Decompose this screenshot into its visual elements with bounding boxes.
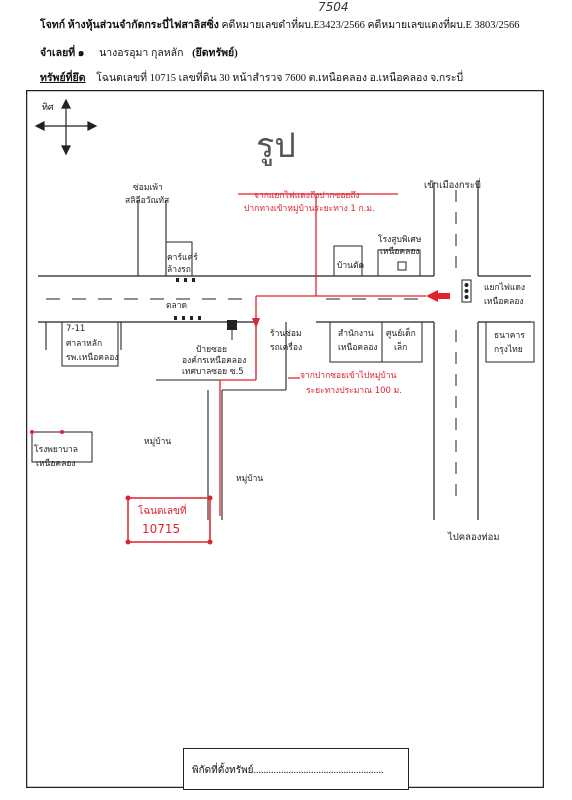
hospital-marks <box>30 430 64 434</box>
temple-building <box>381 321 423 363</box>
house-top-label: บ้านตัด <box>337 261 365 271</box>
car-care-building <box>165 241 193 277</box>
top-left-street <box>137 200 167 276</box>
crosswalk-marks <box>174 278 201 320</box>
north-label: ทิศ <box>42 103 54 113</box>
header-line-3: ทรัพย์ที่ยึด โฉนดเลขที่ 10715 เลขที่ดิน … <box>40 69 463 86</box>
village-left-label: หมู่บ้าน <box>144 437 172 447</box>
header-line-2: จำเลยที่ ๑ นางอรอุมา กุลหลัก (ยึดทรัพย์) <box>40 44 238 61</box>
village-mid-label: หมู่บ้าน <box>236 474 264 484</box>
plot-number: 10715 <box>142 522 181 536</box>
car-care-label: คาร์แคร์ <box>167 253 198 263</box>
coordinates-label: พิกัดที่ตั้งทรัพย์......................… <box>192 765 384 776</box>
hospital-bottom-label-2: เหนือคลอง <box>36 459 76 469</box>
hospital-label: โรงสูบพิเศษ <box>378 235 422 245</box>
seven-eleven-label-2: ศาลาหลัก <box>66 339 103 349</box>
school-label-2: เหนือคลอง <box>338 343 378 353</box>
coordinates-dots: ........................................… <box>253 765 384 776</box>
compass-icon <box>34 98 98 156</box>
plaintiff-name: โจทก์ ห้างหุ้นส่วนจำกัดกระบี่ไฟสาลิสซิ่ง <box>40 20 219 31</box>
traffic-light-icon <box>461 279 472 303</box>
property-details: โฉนดเลขที่ 10715 เลขที่ดิน 30 หน้าสำรวจ … <box>96 73 464 84</box>
to-krabi-label: เข้าเมืองกระบี่ <box>424 180 481 191</box>
coordinates-box: พิกัดที่ตั้งทรัพย์......................… <box>183 748 409 790</box>
bank-label-2: กรุงไทย <box>494 345 523 355</box>
soi-sign-icon <box>227 320 237 340</box>
case-numbers: คดีหมายเลขดำที่ผบ.E3423/2566 คดีหมายเลขแ… <box>221 20 520 31</box>
bank-label: ธนาคาร <box>494 331 525 341</box>
handwritten-number: 7504 <box>318 0 349 14</box>
shop-top-left-label-2: สลิลีอวัณทัส <box>125 196 170 206</box>
header-line-1: โจทก์ ห้างหุ้นส่วนจำกัดกระบี่ไฟสาลิสซิ่ง… <box>40 16 519 33</box>
hospital-label-2: เหนือคลอง <box>380 247 420 257</box>
gov-office-label-2: องค์กรเหนือคลอง <box>182 356 247 366</box>
hospital-bottom-label: โรงพยาบาล <box>34 445 79 455</box>
seven-eleven-label-3: รพ.เหนือคลอง <box>66 353 119 363</box>
hospital-building <box>377 249 421 277</box>
route-down-arrow-icon <box>252 318 260 328</box>
soi-house-label: ร้านซ่อม <box>270 329 302 339</box>
route-note-3: จากปากซอยเข้าไปหมู่บ้าน <box>300 371 397 381</box>
map-title: รูป <box>256 126 296 166</box>
market-label: ตลาด <box>166 301 188 311</box>
route-note-4: ระยะทางประมาณ 100 ม. <box>306 386 402 396</box>
route-start-arrow-icon <box>426 290 438 302</box>
seven-eleven-label: 7-11 <box>66 324 86 334</box>
defendant-note: (ยึดทรัพย์) <box>192 48 238 59</box>
plot-label: โฉนดเลขที่ <box>138 506 187 517</box>
temple-label: ศูนย์เด็ก <box>386 329 416 339</box>
intersection-label: แยกไฟแดง <box>484 283 526 293</box>
hospital-door <box>397 261 407 271</box>
left-lane <box>45 322 122 350</box>
shop-top-left-label: ซ่อมเพ้า <box>133 183 163 193</box>
intersection-label-2: เหนือคลอง <box>484 297 524 307</box>
defendant-label: จำเลยที่ ๑ <box>40 48 85 59</box>
seven-eleven-building <box>61 321 119 367</box>
property-label: ทรัพย์ที่ยึด <box>40 73 86 84</box>
route-note-1: จากแยกไฟแดงถึงปากซอยถึง <box>254 191 360 201</box>
gov-office-label: ป้ายซอย <box>196 345 228 355</box>
house-top-building <box>333 245 363 277</box>
route-arrow-tail <box>438 293 450 299</box>
gov-office-label-3: เทศบาลซอย ซ.5 <box>182 367 244 377</box>
route-note-2: ปากทางเข้าหมู่บ้านระยะทาง 1 ก.ม. <box>244 204 375 214</box>
defendant-name: นางอรอุมา กุลหลัก <box>99 48 184 59</box>
to-khlong-thom-label: ไปคลองท่อม <box>448 532 500 543</box>
route-lines <box>219 193 426 516</box>
car-care-label-2: ล้างรถ <box>167 265 191 275</box>
plot-box <box>127 497 211 543</box>
soi-house-label-2: รถเครื่อง <box>270 343 303 353</box>
plot-corner-marks <box>125 495 213 545</box>
bank-building <box>485 321 535 363</box>
school-label: สำนักงาน <box>338 329 374 339</box>
temple-label-2: เล็ก <box>394 343 408 353</box>
